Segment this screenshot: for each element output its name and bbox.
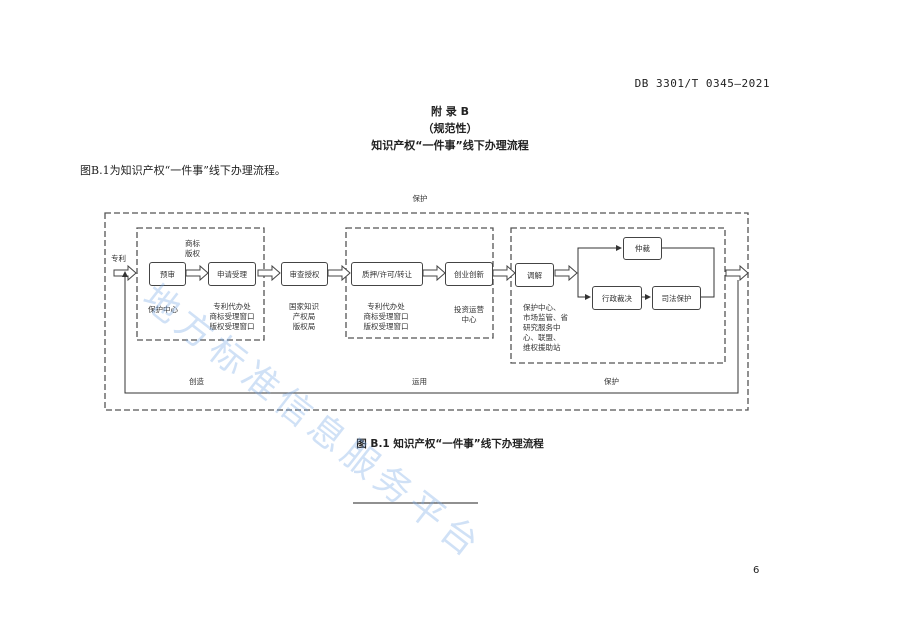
- note-line: 专利代办处: [367, 302, 405, 311]
- label-use: 运用: [412, 377, 427, 386]
- note-center: 保护中心: [148, 305, 178, 314]
- box-arbitrate: 仲裁: [623, 237, 662, 260]
- note-line: 心、联盟、: [523, 333, 561, 342]
- page-number: 6: [753, 565, 760, 576]
- label-trademark: 商标: [185, 239, 200, 248]
- note-line: 商标受理窗口: [209, 312, 255, 321]
- label-copyright: 版权: [185, 249, 200, 258]
- label-create: 创造: [189, 377, 204, 386]
- note-line: 维权援助站: [523, 343, 561, 352]
- appendix-name: 知识产权“一件事”线下办理流程: [371, 139, 529, 152]
- box-prereview: 预审: [149, 262, 186, 286]
- box-startup: 创业创新: [445, 262, 493, 286]
- note-line: 投资运营: [454, 305, 484, 314]
- note-line: 国家知识: [289, 302, 319, 311]
- note-line: 保护中心、: [523, 303, 561, 312]
- note-line: 产权局: [292, 312, 316, 321]
- document-number: DB 3301/T 0345—2021: [634, 77, 770, 90]
- label-protect-top: 保护: [412, 194, 428, 203]
- note-line: 版权局: [292, 322, 316, 331]
- box-judicial: 司法保护: [652, 286, 701, 310]
- note-windows2: 专利代办处 商标受理窗口 版权受理窗口: [357, 302, 415, 332]
- note-invest: 投资运营 中心: [448, 305, 490, 325]
- note-line: 中心: [461, 315, 477, 324]
- note-protect: 保护中心、 市场监管、省 研究服务中 心、联盟、 维权援助站: [523, 303, 568, 353]
- appendix-nature: （规范性）: [422, 122, 478, 135]
- group-use: [345, 227, 494, 339]
- note-line: 版权受理窗口: [363, 322, 409, 331]
- note-line: 商标受理窗口: [363, 312, 409, 321]
- group-apply: [136, 227, 265, 341]
- intro-text: 图B.1为知识产权“一件事”线下办理流程。: [80, 164, 286, 177]
- box-pledge: 质押/许可/转让: [351, 262, 423, 286]
- note-windows1: 专利代办处 商标受理窗口 版权受理窗口: [203, 302, 261, 332]
- note-line: 专利代办处: [213, 302, 251, 311]
- outer-dashed-frame: [104, 212, 749, 411]
- note-line: 版权受理窗口: [209, 322, 255, 331]
- box-accept: 申请受理: [208, 262, 256, 286]
- label-patent: 专利: [111, 254, 126, 263]
- appendix-title: 附 录 B: [430, 105, 470, 118]
- box-admin-ruling: 行政裁决: [592, 286, 642, 310]
- note-line: 研究服务中: [523, 323, 561, 332]
- figure-caption: 图 B.1 知识产权“一件事”线下办理流程: [356, 438, 544, 450]
- note-line: 市场监管、省: [523, 313, 568, 322]
- group-protect: [510, 227, 726, 364]
- note-office: 国家知识 产权局 版权局: [283, 302, 325, 332]
- label-protect: 保护: [604, 377, 619, 386]
- box-examine: 审查授权: [281, 262, 328, 286]
- box-mediate: 调解: [515, 263, 554, 287]
